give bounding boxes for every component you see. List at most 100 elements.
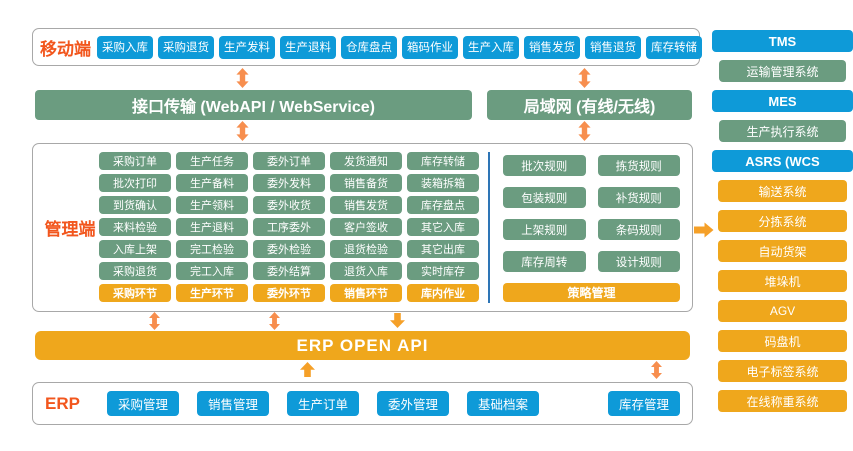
- lan-bar: 局域网 (有线/无线): [487, 90, 692, 120]
- management-item: 发货通知: [330, 152, 402, 170]
- tms-bar: TMS: [712, 30, 853, 52]
- management-label-wrap: 管理端: [41, 152, 99, 303]
- mobile-button: 仓库盘点: [341, 35, 397, 59]
- transport-mgmt-system-item: 运输管理系统: [719, 60, 846, 82]
- mobile-button: 生产退料: [280, 35, 336, 59]
- palletizer-item: 码盘机: [718, 330, 847, 352]
- management-column-warehouse: 库存转储装箱拆箱库存盘点其它入库其它出库实时库存 库内作业: [407, 152, 479, 303]
- double-arrow-vertical-icon: [236, 121, 249, 141]
- erp-section: ERP 采购管理销售管理生产订单委外管理基础档案 库存管理: [32, 382, 693, 425]
- mobile-button: 采购入库: [97, 35, 153, 59]
- webapi-transport-bar: 接口传输 (WebAPI / WebService): [35, 90, 472, 120]
- management-item: 客户签收: [330, 218, 402, 236]
- double-arrow-vertical-icon: [268, 312, 281, 330]
- rules-panel: 批次规则拣货规则包装规则补货规则上架规则条码规则库存周转设计规则 策略管理: [499, 152, 684, 303]
- management-item: 生产任务: [176, 152, 248, 170]
- management-column-sales: 发货通知销售备货销售发货客户签收退货检验退货入库 销售环节: [330, 152, 402, 303]
- management-column-outsourcing: 委外订单委外发料委外收货工序委外委外检验委外结算 委外环节: [253, 152, 325, 303]
- management-column-footer: 生产环节: [176, 284, 248, 302]
- management-item: 退货检验: [330, 240, 402, 258]
- erp-module-button: 采购管理: [106, 391, 179, 416]
- stacker-crane-item: 堆垛机: [718, 270, 847, 292]
- management-grid: 采购订单批次打印到货确认来料检验入库上架采购退货 采购环节 生产任务生产备料生产…: [99, 152, 479, 303]
- management-item: 采购订单: [99, 152, 171, 170]
- sorting-system-item: 分拣系统: [718, 210, 847, 232]
- production-execution-system-item: 生产执行系统: [719, 120, 846, 142]
- management-column-items: 采购订单批次打印到货确认来料检验入库上架采购退货: [99, 152, 171, 280]
- double-arrow-vertical-icon: [650, 361, 663, 379]
- management-item: 到货确认: [99, 196, 171, 214]
- mobile-section: 移动端 采购入库采购退货生产发料生产退料仓库盘点箱码作业生产入库销售发货销售退货…: [32, 28, 702, 66]
- management-item: 采购退货: [99, 262, 171, 280]
- management-item: 委外收货: [253, 196, 325, 214]
- management-column-items: 发货通知销售备货销售发货客户签收退货检验退货入库: [330, 152, 402, 280]
- management-column-items: 委外订单委外发料委外收货工序委外委外检验委外结算: [253, 152, 325, 280]
- erp-module-button: 销售管理: [196, 391, 269, 416]
- mobile-button: 生产发料: [219, 35, 275, 59]
- erp-label: ERP: [45, 393, 80, 413]
- mobile-button: 库存转储: [646, 35, 702, 59]
- electronic-label-system-item: 电子标签系统: [718, 360, 847, 382]
- rule-item: 补货规则: [597, 187, 680, 208]
- management-item: 其它入库: [407, 218, 479, 236]
- management-column-items: 库存转储装箱拆箱库存盘点其它入库其它出库实时库存: [407, 152, 479, 280]
- management-item: 其它出库: [407, 240, 479, 258]
- management-item: 工序委外: [253, 218, 325, 236]
- management-column-purchase: 采购订单批次打印到货确认来料检验入库上架采购退货 采购环节: [99, 152, 171, 303]
- asrs-wcs-bar: ASRS (WCS: [712, 150, 853, 172]
- erp-open-api-bar: ERP OPEN API: [35, 331, 690, 360]
- arrow-right-icon: [694, 222, 714, 238]
- management-item: 委外发料: [253, 174, 325, 192]
- automatic-rack-item: 自动货架: [718, 240, 847, 262]
- management-item: 销售备货: [330, 174, 402, 192]
- agv-item: AGV: [718, 300, 847, 322]
- rules-grid: 批次规则拣货规则包装规则补货规则上架规则条码规则库存周转设计规则: [503, 155, 680, 272]
- mobile-button: 采购退货: [158, 35, 214, 59]
- management-item: 库存转储: [407, 152, 479, 170]
- external-systems-panel: TMS 运输管理系统 MES 生产执行系统 ASRS (WCS 输送系统 分拣系…: [712, 30, 853, 412]
- rule-item: 库存周转: [503, 251, 586, 272]
- double-arrow-vertical-icon: [148, 312, 161, 330]
- mobile-label: 移动端: [40, 39, 91, 59]
- divider-line: [488, 152, 490, 303]
- conveyor-system-item: 输送系统: [718, 180, 847, 202]
- mobile-buttons: 采购入库采购退货生产发料生产退料仓库盘点箱码作业生产入库销售发货销售退货库存转储: [97, 35, 702, 59]
- management-column-production: 生产任务生产备料生产领料生产退料完工检验完工入库 生产环节: [176, 152, 248, 303]
- double-arrow-vertical-icon: [236, 68, 249, 88]
- management-item: 来料检验: [99, 218, 171, 236]
- mobile-button: 销售发货: [524, 35, 580, 59]
- mes-bar: MES: [712, 90, 853, 112]
- management-label: 管理端: [44, 220, 96, 239]
- erp-module-button: 委外管理: [377, 391, 450, 416]
- rule-item: 条码规则: [597, 219, 680, 240]
- management-column-items: 生产任务生产备料生产领料生产退料完工检验完工入库: [176, 152, 248, 280]
- erp-module-button: 基础档案: [467, 391, 540, 416]
- management-item: 完工入库: [176, 262, 248, 280]
- double-arrow-vertical-icon: [578, 121, 591, 141]
- rule-item: 拣货规则: [597, 155, 680, 176]
- management-column-footer: 采购环节: [99, 284, 171, 302]
- mobile-button: 销售退货: [585, 35, 641, 59]
- erp-module-button: 生产订单: [287, 391, 360, 416]
- management-item: 装箱拆箱: [407, 174, 479, 192]
- rule-item: 上架规则: [503, 219, 586, 240]
- management-item: 批次打印: [99, 174, 171, 192]
- rule-item: 批次规则: [503, 155, 586, 176]
- rule-item: 包装规则: [503, 187, 586, 208]
- management-item: 销售发货: [330, 196, 402, 214]
- management-item: 生产领料: [176, 196, 248, 214]
- management-column-footer: 销售环节: [330, 284, 402, 302]
- management-item: 委外结算: [253, 262, 325, 280]
- erp-buttons: 采购管理销售管理生产订单委外管理基础档案 库存管理: [106, 391, 680, 416]
- arrow-up-icon: [300, 362, 315, 377]
- management-item: 生产退料: [176, 218, 248, 236]
- management-item: 退货入库: [330, 262, 402, 280]
- management-item: 完工检验: [176, 240, 248, 258]
- management-item: 委外订单: [253, 152, 325, 170]
- erp-module-button: 库存管理: [607, 391, 680, 416]
- management-item: 入库上架: [99, 240, 171, 258]
- rule-item: 设计规则: [597, 251, 680, 272]
- management-column-footer: 库内作业: [407, 284, 479, 302]
- management-section: 管理端 采购订单批次打印到货确认来料检验入库上架采购退货 采购环节 生产任务生产…: [32, 143, 693, 312]
